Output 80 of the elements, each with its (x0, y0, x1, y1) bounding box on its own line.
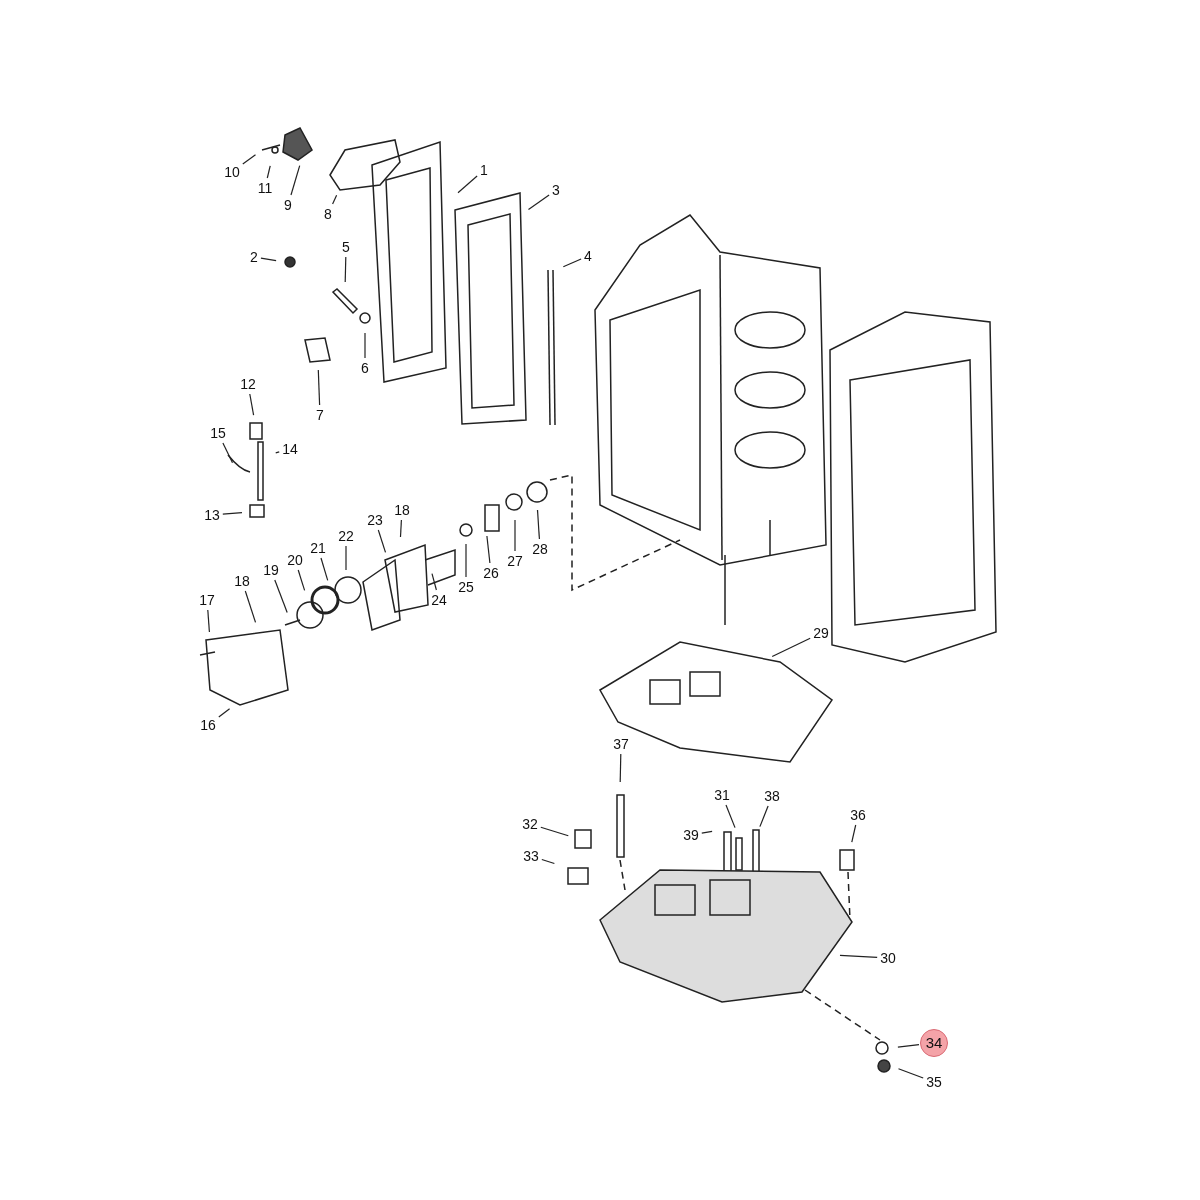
leader-line (725, 804, 736, 829)
leader-line (839, 954, 878, 958)
leader-line (851, 824, 857, 843)
leader-line (536, 509, 540, 540)
leader-line (562, 258, 582, 268)
callout-number: 8 (322, 205, 334, 223)
leader-line (540, 826, 569, 837)
leader-line (457, 175, 478, 194)
callout-number: 28 (530, 540, 550, 558)
callout-number: 5 (340, 238, 352, 256)
leader-line (345, 545, 347, 571)
leader-line (317, 369, 321, 406)
leader-line (759, 805, 769, 828)
leader-line (244, 590, 257, 623)
leader-line (771, 637, 811, 658)
callout-number: 7 (314, 406, 326, 424)
leader-line (619, 753, 622, 783)
callout-number: 20 (285, 551, 305, 569)
callout-number: 2 (248, 248, 260, 266)
leader-line (897, 1044, 920, 1048)
leader-line (377, 529, 387, 553)
callout-number: 17 (197, 591, 217, 609)
leader-line (332, 194, 338, 205)
leader-line (399, 519, 402, 538)
callout-number: 9 (282, 196, 294, 214)
leader-line (222, 442, 234, 464)
callout-number: 6 (359, 359, 371, 377)
callout-number: 39 (681, 826, 701, 844)
callout-number: 24 (429, 591, 449, 609)
callout-number: 10 (222, 163, 242, 181)
callout-number: 34 (920, 1029, 948, 1057)
leader-line (266, 165, 271, 179)
callout-number: 19 (261, 561, 281, 579)
leader-line (274, 579, 288, 614)
leader-line (701, 830, 713, 834)
callout-number: 21 (308, 539, 328, 557)
callout-number: 31 (712, 786, 732, 804)
callout-number: 32 (520, 815, 540, 833)
callout-number: 18 (392, 501, 412, 519)
leader-line (364, 332, 366, 359)
leader-line (260, 257, 277, 262)
callout-number: 36 (848, 806, 868, 824)
callout-number: 27 (505, 552, 525, 570)
callout-number: 26 (481, 564, 501, 582)
leader-line (290, 165, 301, 196)
leader-line (218, 708, 231, 718)
leader-line (527, 194, 550, 210)
leader-line (275, 451, 280, 454)
callout-number: 11 (255, 179, 275, 197)
callout-number: 23 (365, 511, 385, 529)
callout-number: 15 (208, 424, 228, 442)
callout-number: 30 (878, 949, 898, 967)
leader-line (431, 573, 437, 591)
leader-line (320, 557, 329, 581)
callout-number: 25 (456, 578, 476, 596)
callout-number: 18 (232, 572, 252, 590)
callout-number: 13 (202, 506, 222, 524)
leader-line (222, 512, 243, 515)
callout-number: 4 (582, 247, 594, 265)
callout-number: 35 (924, 1073, 944, 1091)
callout-number: 38 (762, 787, 782, 805)
leader-line (242, 154, 257, 165)
leader-line (249, 393, 255, 416)
callout-number: 1 (478, 161, 490, 179)
callout-number: 12 (238, 375, 258, 393)
callout-number: 16 (198, 716, 218, 734)
leader-line (465, 543, 467, 578)
callout-number: 33 (521, 847, 541, 865)
callout-number: 29 (811, 624, 831, 642)
callout-number: 3 (550, 181, 562, 199)
callout-number: 14 (280, 440, 300, 458)
leader-line (897, 1068, 924, 1079)
leader-line (541, 858, 555, 865)
callout-number: 22 (336, 527, 356, 545)
leader-line (514, 519, 516, 552)
callout-number: 37 (611, 735, 631, 753)
leader-line (207, 609, 210, 633)
leader-line (297, 569, 306, 591)
leader-line (344, 256, 347, 283)
leader-line (486, 535, 491, 564)
